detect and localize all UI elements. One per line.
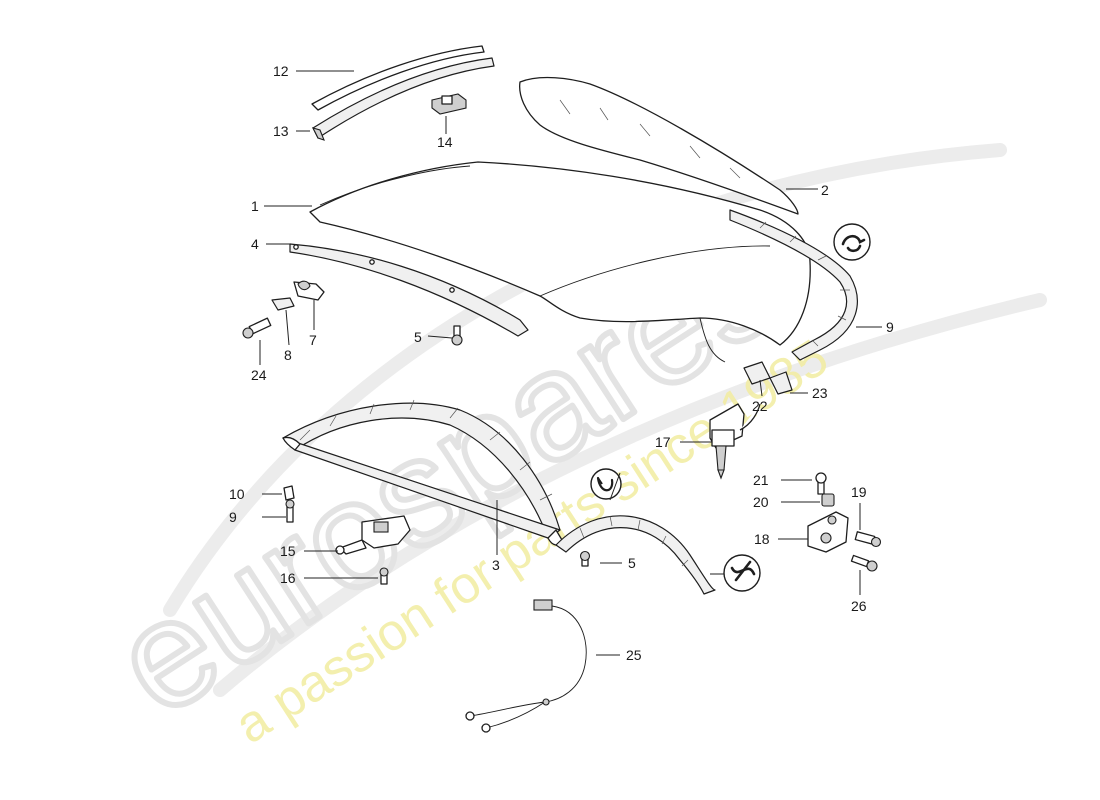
part-10-screw: [285, 499, 295, 523]
part-12-trim-strip: [311, 45, 485, 111]
callout-19: 19: [851, 484, 867, 500]
callout-22: 22: [752, 398, 768, 414]
part-4-front-rail: [289, 243, 529, 337]
leader-lines: [259, 70, 882, 656]
callout-15: 15: [280, 543, 296, 559]
reference-icon-top: [833, 223, 871, 261]
part-5-screw-lower: [579, 550, 591, 567]
reference-icon-bottom: [723, 554, 761, 592]
part-15-hinge: [335, 515, 411, 555]
callout-13: 13: [273, 123, 289, 139]
part-13-seal-strip: [311, 57, 495, 141]
part-side-arc-seal: [555, 515, 716, 595]
part-5-screw-upper: [451, 325, 463, 346]
callout-9: 9: [886, 319, 894, 335]
callout-16: 16: [280, 570, 296, 586]
callout-5-lower: 5: [628, 555, 636, 571]
part-2-rear-window: [519, 76, 799, 215]
callout-10: 9: [229, 509, 237, 525]
part-18-bracket: [807, 511, 849, 553]
watermark-swoosh-lower: [213, 293, 1047, 697]
part-11-clip: [283, 485, 295, 501]
callout-1: 1: [251, 198, 259, 214]
callout-20: 20: [753, 494, 769, 510]
callout-21: 21: [753, 472, 769, 488]
callout-7: 7: [309, 332, 317, 348]
part-20-bushing: [821, 493, 835, 507]
callout-26: 26: [851, 598, 867, 614]
part-26-screw: [850, 554, 878, 572]
callout-24: 24: [251, 367, 267, 383]
callout-labels: 12 13 14 2 1 4 9 5 7 8 24 23 22 17 21 19…: [229, 63, 894, 663]
part-1-roof-panel: [309, 161, 811, 363]
watermark-swoosh: [163, 143, 1007, 617]
callout-25: 25: [626, 647, 642, 663]
part-24-screw: [242, 317, 272, 339]
part-17-latch: [709, 403, 761, 480]
callout-14: 14: [437, 134, 453, 150]
callout-3: 3: [492, 557, 500, 573]
part-23-pad: [769, 371, 793, 395]
callout-5-upper: 5: [414, 329, 422, 345]
reference-icon-middle: [590, 468, 622, 500]
callout-11: 10: [229, 486, 245, 502]
callout-23: 23: [812, 385, 828, 401]
part-21-pin: [815, 472, 827, 495]
part-7-bracket: [293, 280, 325, 301]
callout-8: 8: [284, 347, 292, 363]
part-3-frame: [282, 399, 563, 546]
part-9-side-seal: [729, 209, 858, 361]
callout-18: 18: [754, 531, 770, 547]
part-19-screw: [854, 531, 882, 548]
part-8-pad: [271, 297, 295, 311]
callout-4: 4: [251, 236, 259, 252]
part-25-cable: [465, 599, 587, 733]
part-14-clip: [431, 93, 467, 115]
callout-12: 12: [273, 63, 289, 79]
part-16-screw: [379, 567, 389, 585]
callout-2: 2: [821, 182, 829, 198]
callout-17: 17: [655, 434, 671, 450]
